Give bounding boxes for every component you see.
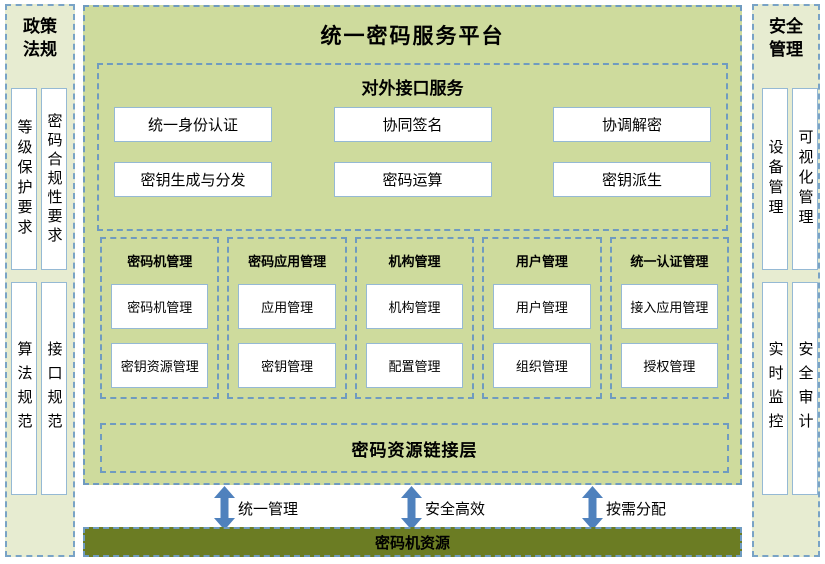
- security-box-visual-mgmt: 可视化管理: [792, 88, 818, 270]
- group-unified-auth-mgmt: 统一认证管理 接入应用管理 授权管理: [609, 237, 730, 399]
- management-groups-row: 密码机管理 密码机管理 密钥资源管理 密码应用管理 应用管理 密钥管理 机构管理…: [100, 237, 730, 399]
- policy-box-crypto-compliance: 密码合规性要求: [41, 88, 67, 270]
- security-box-realtime-monitoring: 实时监控: [762, 282, 788, 495]
- group-item: 密码机管理: [111, 284, 209, 329]
- security-box-security-audit: 安全审计: [792, 282, 818, 495]
- button-key-derivation: 密钥派生: [553, 162, 711, 197]
- group-item: 密钥管理: [238, 343, 336, 388]
- interface-services-box: 对外接口服务 统一身份认证 协同签名 协调解密 密钥生成与分发 密码运算 密钥派…: [97, 63, 728, 231]
- platform-box: 统一密码服务平台 对外接口服务 统一身份认证 协同签名 协调解密 密钥生成与分发…: [83, 5, 742, 485]
- security-title-line1: 安全: [769, 17, 803, 36]
- interface-button-row-2: 密钥生成与分发 密码运算 密钥派生: [114, 162, 711, 197]
- group-org-mgmt: 机构管理 机构管理 配置管理: [354, 237, 475, 399]
- group-crypto-machine-mgmt: 密码机管理 密码机管理 密钥资源管理: [100, 237, 220, 399]
- crypto-machine-resources-bar: 密码机资源: [83, 527, 742, 557]
- group-item: 接入应用管理: [620, 284, 719, 329]
- interface-services-title: 对外接口服务: [361, 79, 464, 98]
- interface-button-row-1: 统一身份认证 协同签名 协调解密: [114, 107, 711, 142]
- group-title: 密码应用管理: [248, 254, 327, 269]
- platform-title: 统一密码服务平台: [320, 25, 505, 48]
- flow-secure-efficient: 安全高效: [401, 486, 485, 530]
- flow-label: 按需分配: [606, 500, 667, 518]
- group-title: 机构管理: [388, 254, 441, 269]
- button-unified-identity-auth: 统一身份认证: [114, 107, 272, 142]
- group-user-mgmt: 用户管理 用户管理 组织管理: [482, 237, 602, 399]
- group-item: 密钥资源管理: [111, 343, 209, 388]
- double-arrow-icon: [214, 486, 235, 530]
- group-item: 机构管理: [365, 284, 464, 329]
- button-collaborative-decryption: 协调解密: [553, 107, 711, 142]
- security-panel: 安全 管理 设备管理 可视化管理 实时监控 安全审计: [752, 4, 820, 557]
- flow-on-demand-allocation: 按需分配: [582, 486, 666, 530]
- security-title-line2: 管理: [769, 39, 803, 59]
- button-crypto-operation: 密码运算: [333, 162, 492, 197]
- security-box-device-mgmt: 设备管理: [762, 88, 788, 270]
- policy-box-grade-protection: 等级保护要求: [11, 88, 37, 270]
- double-arrow-icon: [401, 486, 422, 530]
- policy-title-line1: 政策: [23, 17, 57, 36]
- group-item: 应用管理: [238, 284, 336, 329]
- flow-unified-management: 统一管理: [214, 486, 298, 530]
- policy-box-algorithm-spec: 算法规范: [11, 282, 37, 495]
- policy-panel: 政策 法规 等级保护要求 密码合规性要求 算法规范 接口规范: [5, 4, 75, 557]
- group-item: 用户管理: [493, 284, 591, 329]
- button-collaborative-signature: 协同签名: [333, 107, 492, 142]
- group-title: 密码机管理: [127, 254, 193, 269]
- group-item: 配置管理: [365, 343, 464, 388]
- double-arrow-icon: [582, 486, 603, 530]
- button-key-generation-distribution: 密钥生成与分发: [114, 162, 272, 197]
- flow-label: 安全高效: [425, 500, 486, 518]
- policy-box-interface-spec: 接口规范: [41, 282, 67, 495]
- group-item: 组织管理: [493, 343, 591, 388]
- group-item: 授权管理: [620, 343, 719, 388]
- crypto-resource-link-layer: 密码资源链接层: [100, 423, 729, 473]
- policy-title-line2: 法规: [23, 39, 57, 59]
- security-panel-title: 安全 管理: [754, 16, 818, 62]
- flow-label: 统一管理: [238, 500, 299, 518]
- group-crypto-app-mgmt: 密码应用管理 应用管理 密钥管理: [227, 237, 347, 399]
- group-title: 统一认证管理: [630, 254, 709, 269]
- group-title: 用户管理: [515, 254, 568, 269]
- policy-panel-title: 政策 法规: [7, 16, 73, 62]
